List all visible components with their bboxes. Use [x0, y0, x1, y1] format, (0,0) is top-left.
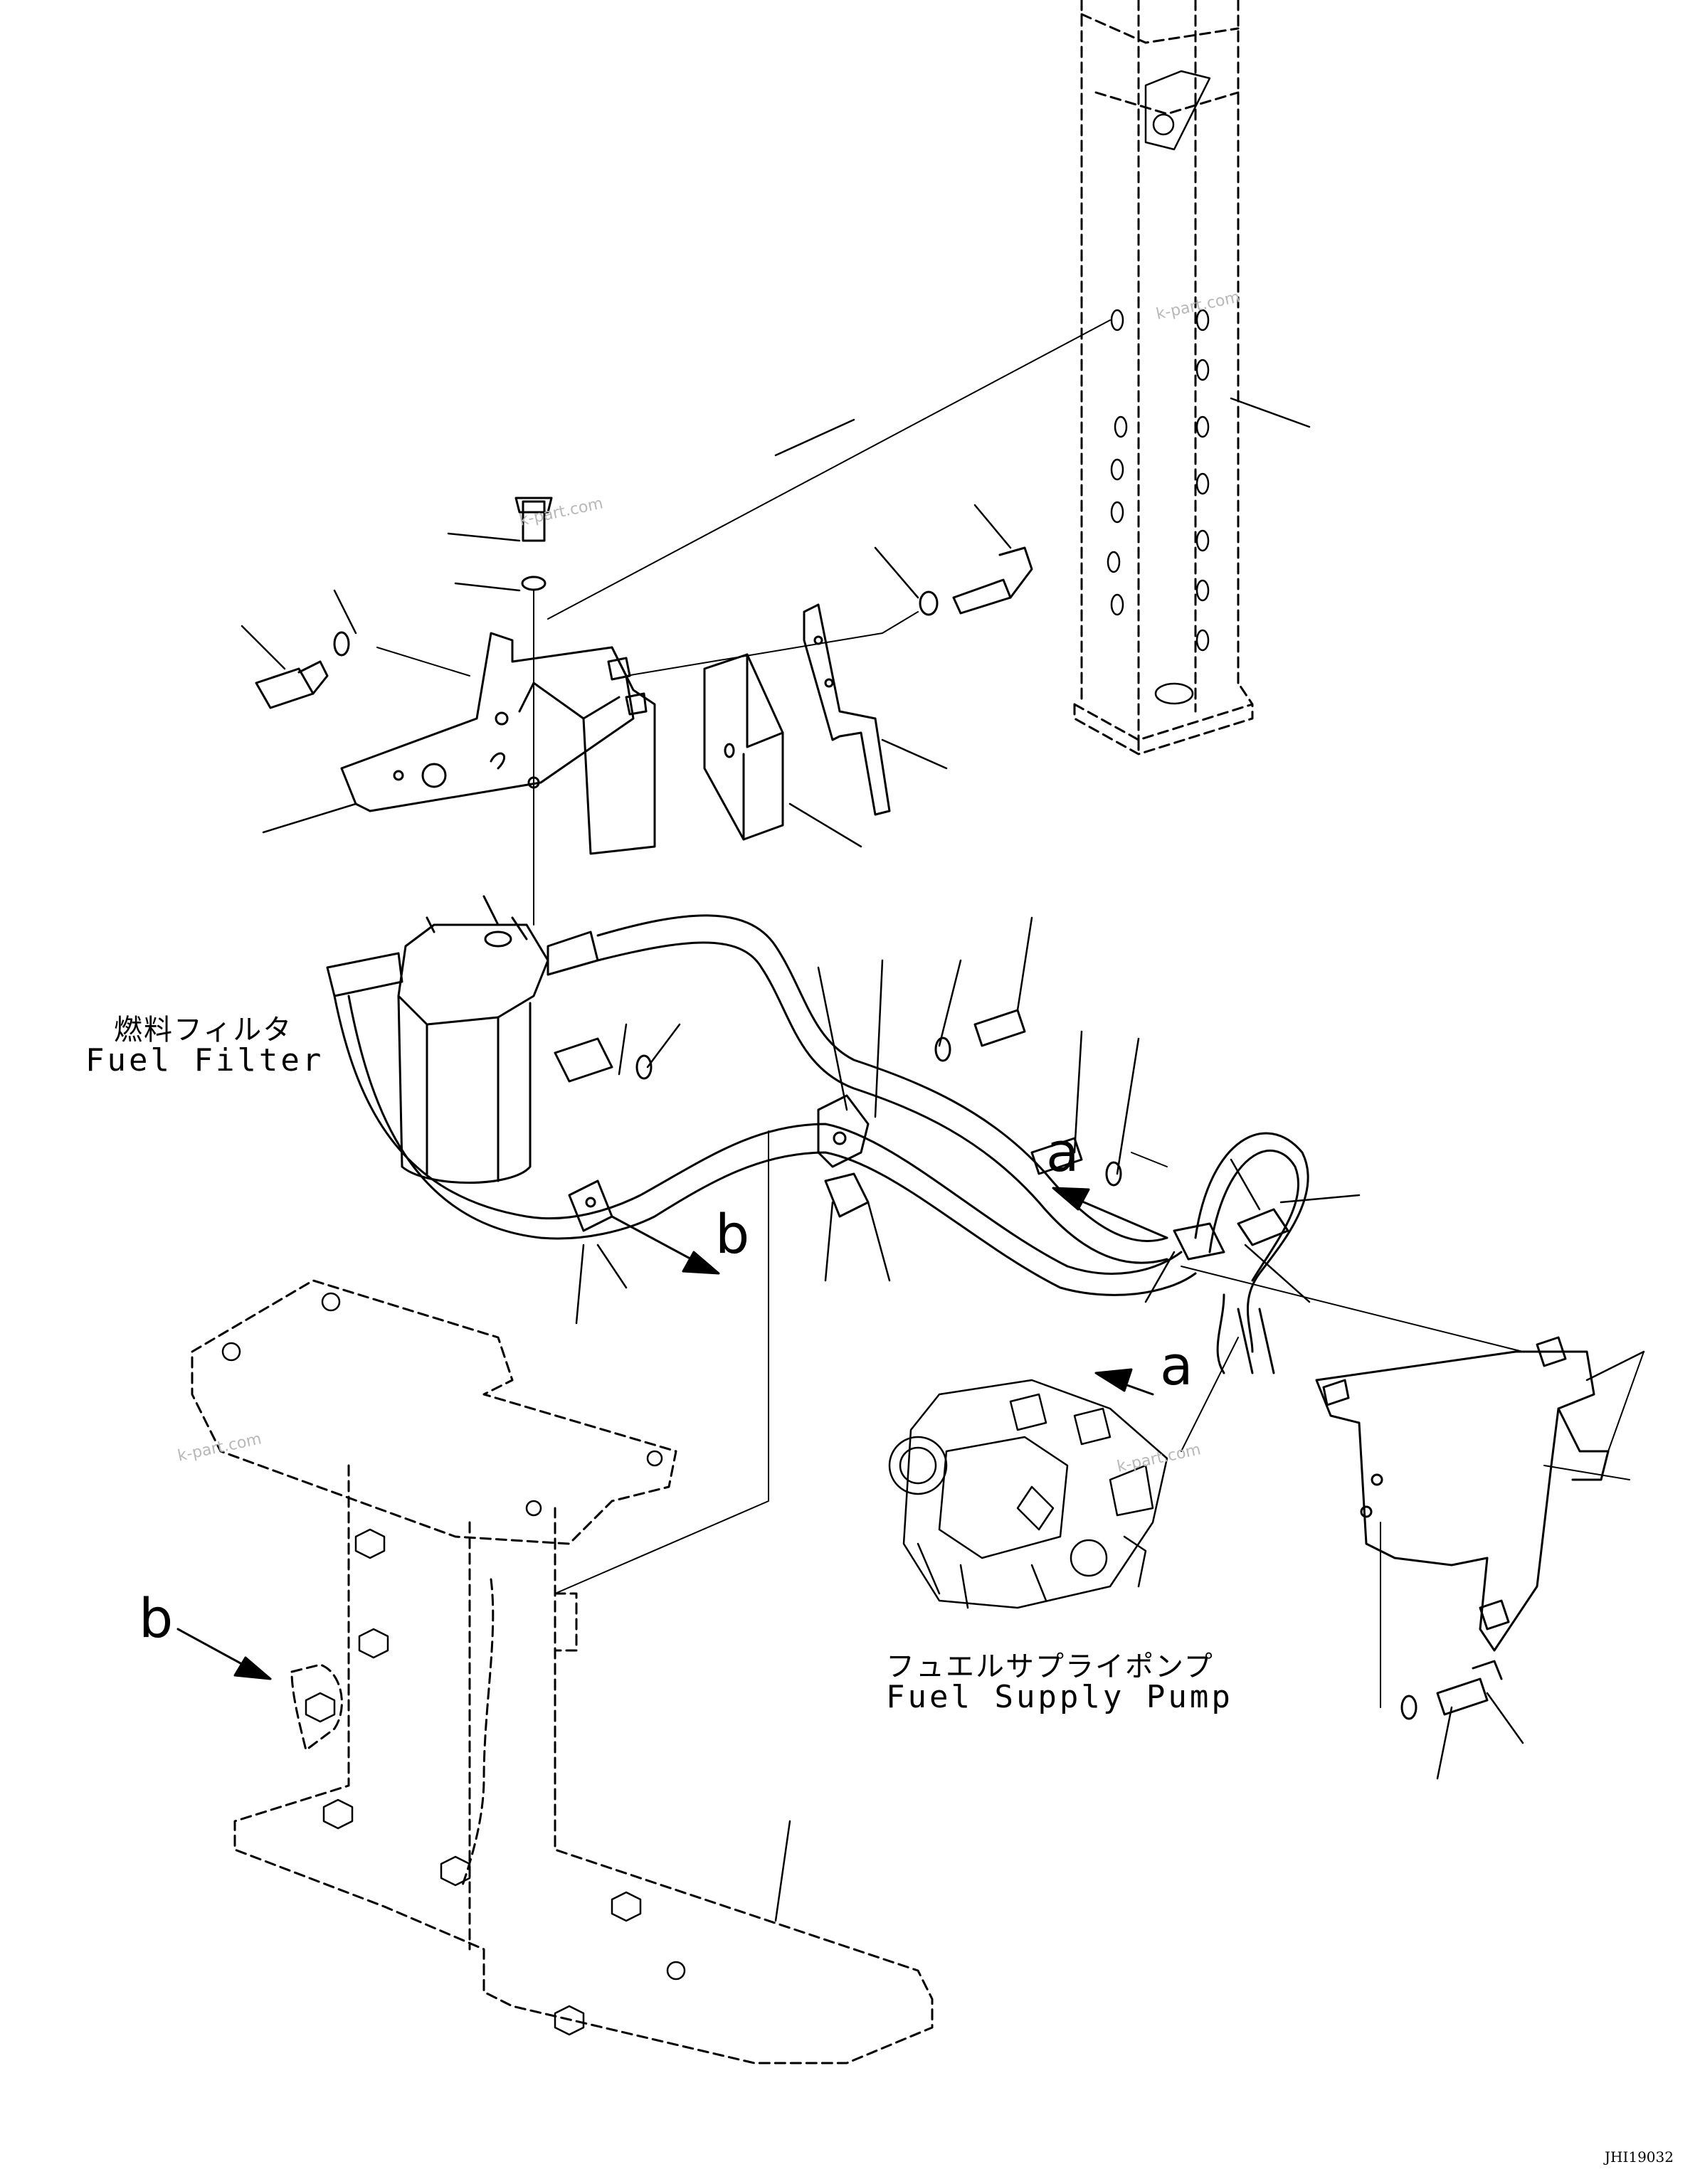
clamp-plate — [804, 605, 889, 815]
fuel-filter — [327, 896, 598, 1183]
lower-frame-nuts — [223, 1293, 685, 2035]
fuel-supply-pump-label-en: Fuel Supply Pump — [886, 1679, 1233, 1715]
arrow-b-left — [178, 1629, 270, 1679]
callout-a-lower: a — [1160, 1334, 1193, 1397]
fuel-supply-pump — [889, 1380, 1167, 1608]
bracket-bolts — [256, 498, 1032, 708]
callout-a-upper: a — [1046, 1120, 1079, 1184]
callout-b-right: b — [715, 1202, 750, 1266]
mid-bolts — [555, 1010, 1121, 1185]
hose-clamps — [569, 1096, 1288, 1259]
arrow-b-right — [612, 1216, 719, 1273]
spacer-block — [704, 654, 783, 839]
frame-post-holes — [1108, 71, 1210, 704]
pump-bracket-bolt — [1402, 1661, 1501, 1719]
drawing-code: JHI19032 — [1605, 2148, 1674, 2166]
connector-lines — [377, 320, 1644, 1707]
leader-lines — [242, 398, 1644, 1921]
arrow-a-upper — [1053, 1188, 1167, 1238]
lower-frame — [192, 1281, 932, 2063]
arrow-a-lower — [1096, 1369, 1153, 1394]
filter-bracket — [342, 633, 655, 854]
frame-post — [1075, 0, 1252, 754]
fuel-filter-label-en: Fuel Filter — [85, 1042, 324, 1078]
callout-b-left: b — [139, 1586, 174, 1650]
fuel-filter-label-jp: 燃料フィルタ — [114, 1014, 293, 1046]
fuel-supply-pump-label-jp: フュエルサプライポンプ — [886, 1650, 1214, 1683]
pump-bracket — [1316, 1337, 1608, 1650]
